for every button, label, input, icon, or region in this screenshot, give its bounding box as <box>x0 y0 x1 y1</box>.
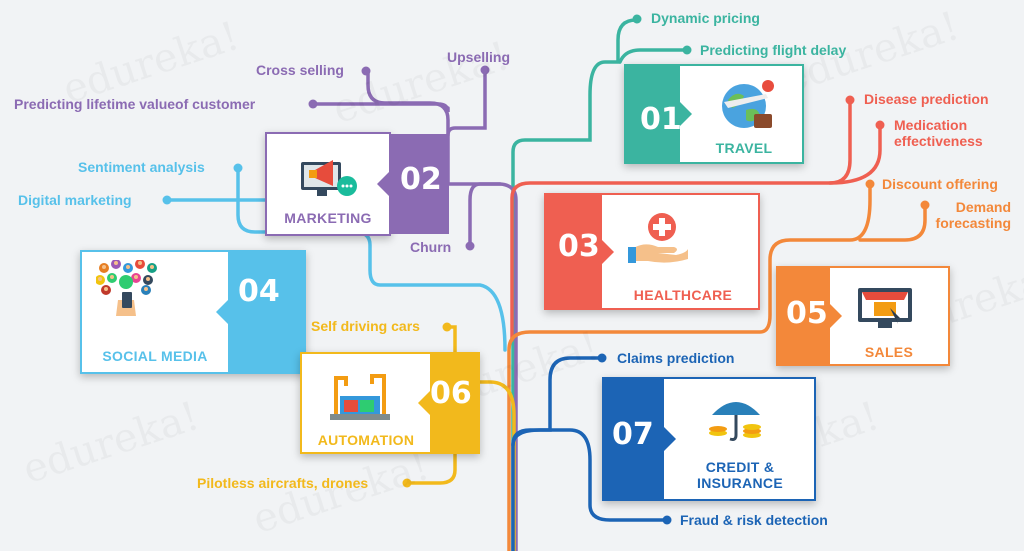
leaf-dot <box>402 478 412 488</box>
megaphone-monitor-icon <box>301 160 357 196</box>
leaf-label: Medication effectiveness <box>894 117 983 149</box>
number-band <box>604 379 664 499</box>
number-band <box>546 195 602 308</box>
leaf-dot <box>875 120 885 130</box>
leaf-label: Digital marketing <box>18 192 132 208</box>
branch-title: MARKETING <box>284 210 372 226</box>
branch-number: 06 <box>430 376 472 411</box>
branch-line <box>468 182 502 248</box>
leaf-label: Pilotless aircrafts, drones <box>197 475 369 491</box>
leaf-dot <box>845 95 855 105</box>
leaf-label: Predicting flight delay <box>700 42 847 58</box>
branch-number: 03 <box>558 229 600 264</box>
leaf-label: Churn <box>410 239 452 255</box>
leaf-dot <box>632 14 642 24</box>
leaf-dot <box>682 45 692 55</box>
branch-line <box>507 182 872 551</box>
branch-title: SOCIAL MEDIA <box>102 348 208 364</box>
branch-line <box>236 166 507 352</box>
leaf-dot <box>920 200 930 210</box>
branch-title: CREDIT & INSURANCE <box>697 459 783 491</box>
leaf-label: Upselling <box>447 49 511 65</box>
leaf-dot <box>865 179 875 189</box>
branch-number: 07 <box>612 417 654 452</box>
band-arrow <box>418 391 430 415</box>
leaf-label: Self driving cars <box>311 318 420 334</box>
leaf-label: Discount offering <box>882 176 998 192</box>
leaf-dot <box>233 163 243 173</box>
social-network-people-icon <box>96 260 157 316</box>
branch-number: 04 <box>238 274 280 309</box>
globe-airplane-icon <box>722 80 774 128</box>
band-arrow <box>680 102 692 126</box>
leaf-dot <box>162 195 172 205</box>
branch-number: 01 <box>640 102 682 137</box>
band-arrow <box>830 304 842 328</box>
number-band <box>228 252 304 372</box>
branch-number: 05 <box>786 296 828 331</box>
leaf-label: Disease prediction <box>864 91 989 107</box>
leaf-dot <box>442 322 452 332</box>
branch-line <box>313 102 450 113</box>
number-band <box>389 134 449 234</box>
leaf-label: Cross selling <box>256 62 344 78</box>
branch-line <box>828 123 882 185</box>
band-arrow <box>377 172 389 196</box>
umbrella-coins-icon <box>709 402 761 441</box>
branch-line <box>858 203 927 242</box>
leaf-dot <box>597 353 607 363</box>
band-arrow <box>602 239 614 264</box>
branch-title: HEALTHCARE <box>633 287 733 303</box>
branch-line <box>510 98 852 342</box>
leaf-dot <box>480 65 490 75</box>
branch-title: SALES <box>864 344 914 360</box>
leaf-dot <box>465 241 475 251</box>
branch-title: TRAVEL <box>715 140 773 156</box>
leaf-label: Fraud & risk detection <box>680 512 828 528</box>
number-band <box>430 354 478 452</box>
branch-title: AUTOMATION <box>317 432 415 448</box>
band-arrow <box>216 300 228 324</box>
leaf-dot <box>308 99 318 109</box>
hand-medical-cross-icon <box>628 213 688 263</box>
number-band <box>778 268 830 364</box>
branch-line <box>511 18 638 551</box>
leaf-label: Demand forecasting <box>935 199 1011 231</box>
number-band <box>626 66 680 162</box>
leaf-label: Dynamic pricing <box>651 10 760 26</box>
leaf-dot <box>662 515 672 525</box>
branch-line <box>511 428 669 522</box>
branch-line <box>618 48 688 64</box>
branch-line <box>446 68 518 551</box>
leaf-dot <box>361 66 371 76</box>
leaf-label: Claims prediction <box>617 350 735 366</box>
robot-arms-icon <box>330 374 390 420</box>
branch-number: 02 <box>400 162 442 197</box>
leaf-label: Sentiment analysis <box>78 159 205 175</box>
band-arrow <box>664 427 676 451</box>
online-shop-icon <box>858 288 912 328</box>
leaf-label: Predicting lifetime valueof customer <box>14 96 256 112</box>
